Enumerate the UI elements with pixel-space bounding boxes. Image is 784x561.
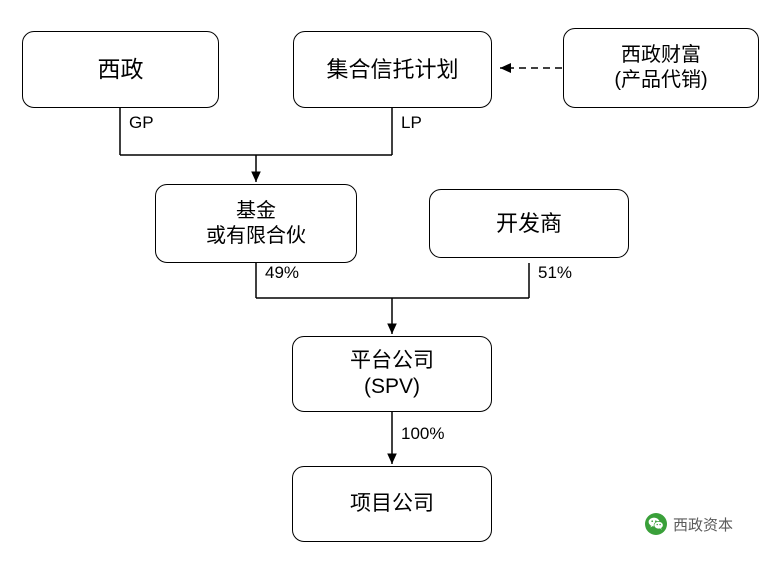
node-trust-line1: 集合信托计划 [326, 56, 459, 82]
node-fund-line2: 或有限合伙 [206, 224, 306, 247]
edge-label-49: 49% [265, 263, 300, 282]
node-developer[interactable]: 开发商 [429, 189, 629, 258]
node-project-line1: 项目公司 [350, 491, 434, 515]
node-xizheng-line1: 西政 [97, 56, 144, 83]
node-wealth-line1: 西政财富 [621, 44, 701, 66]
edge-label-51: 51% [538, 263, 573, 282]
node-fund-line1: 基金 [236, 199, 276, 222]
node-spv-line2: (SPV) [363, 375, 420, 398]
watermark-label: 西政资本 [673, 516, 734, 534]
node-spv-line1: 平台公司 [350, 348, 434, 372]
edge-label-lp: LP [401, 113, 422, 132]
node-developer-line1: 开发商 [495, 210, 562, 236]
watermark: 西政资本 [645, 513, 733, 535]
wechat-icon [645, 513, 667, 535]
node-spv[interactable]: 平台公司 (SPV) [292, 336, 492, 412]
node-xizheng[interactable]: 西政 [22, 31, 219, 108]
node-project[interactable]: 项目公司 [292, 466, 492, 542]
node-wealth-line2: (产品代销) [614, 69, 708, 91]
node-wealth[interactable]: 西政财富 (产品代销) [563, 28, 759, 108]
node-trust[interactable]: 集合信托计划 [293, 31, 492, 108]
edge-label-100: 100% [401, 424, 445, 443]
node-fund[interactable]: 基金 或有限合伙 [155, 184, 357, 263]
edge-label-gp: GP [129, 113, 154, 132]
